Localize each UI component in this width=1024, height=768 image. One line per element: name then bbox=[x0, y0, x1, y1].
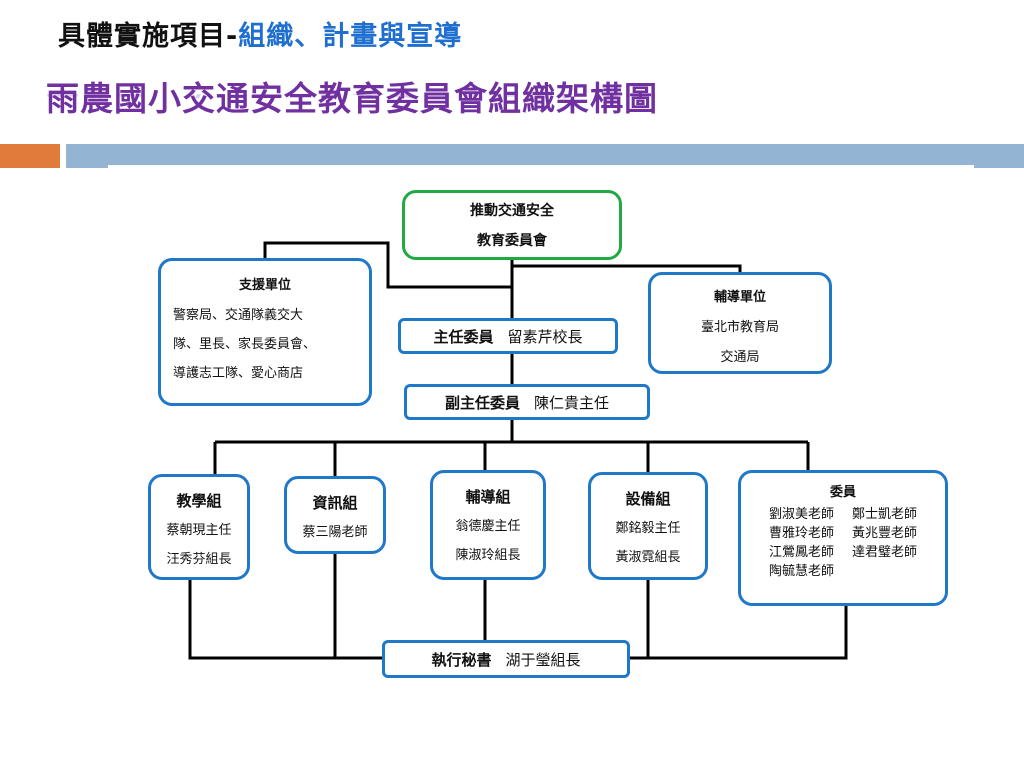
group-box-equipment: 設備組 鄭銘毅主任 黃淑霓組長 bbox=[588, 472, 708, 580]
guidance-unit-box: 輔導單位 臺北市教育局 交通局 bbox=[648, 272, 832, 374]
slide-title: 具體實施項目-組織、計畫與宣導 bbox=[58, 14, 462, 53]
top-committee-line2: 教育委員會 bbox=[477, 233, 547, 249]
committee-title: 委員 bbox=[829, 485, 856, 500]
committee-member: 劉淑美老師 bbox=[768, 507, 834, 522]
support-unit-line3: 導護志工隊、愛心商店 bbox=[173, 366, 304, 381]
committee-member: 黃兆豐老師 bbox=[852, 526, 918, 541]
group-member: 黃淑霓組長 bbox=[615, 550, 681, 565]
top-committee-box: 推動交通安全 教育委員會 bbox=[402, 190, 622, 260]
secretary-role: 執行秘書 bbox=[431, 650, 492, 669]
vice-chair-box: 副主任委員 陳仁貴主任 bbox=[404, 384, 650, 420]
secretary-box: 執行秘書 湖于瑩組長 bbox=[382, 640, 630, 678]
group-title: 教學組 bbox=[176, 492, 222, 510]
secretary-name: 湖于瑩組長 bbox=[505, 650, 581, 669]
committee-member: 陶毓慧老師 bbox=[768, 564, 834, 579]
slide-title-suffix: 組織、計畫與宣導 bbox=[238, 21, 463, 52]
group-box-teaching: 教學組 蔡朝現主任 汪秀芬組長 bbox=[148, 474, 250, 580]
accent-bar-blue bbox=[66, 144, 1024, 168]
committee-members-box: 委員 劉淑美老師 鄭士凱老師 曹雅玲老師 黃兆豐老師 江鶯鳳老師 達君璧老師 陶… bbox=[738, 470, 948, 606]
committee-member-list: 劉淑美老師 鄭士凱老師 曹雅玲老師 黃兆豐老師 江鶯鳳老師 達君璧老師 陶毓慧老… bbox=[741, 505, 945, 581]
committee-member: 曹雅玲老師 bbox=[768, 526, 834, 541]
support-unit-title: 支援單位 bbox=[238, 278, 291, 293]
group-member: 蔡三陽老師 bbox=[302, 525, 368, 540]
vice-chair-role: 副主任委員 bbox=[444, 393, 520, 412]
group-box-information: 資訊組 蔡三陽老師 bbox=[284, 476, 386, 554]
group-member: 蔡朝現主任 bbox=[166, 523, 232, 538]
chair-name: 留素芹校長 bbox=[507, 327, 583, 346]
chair-role: 主任委員 bbox=[433, 327, 494, 346]
group-title: 資訊組 bbox=[312, 494, 358, 512]
vice-chair-name: 陳仁貴主任 bbox=[534, 393, 610, 412]
accent-bar-orange bbox=[0, 144, 60, 168]
group-title: 輔導組 bbox=[465, 488, 511, 506]
committee-member: 鄭士凱老師 bbox=[852, 507, 918, 522]
committee-member: 達君璧老師 bbox=[852, 545, 918, 560]
guidance-unit-line1: 臺北市教育局 bbox=[700, 320, 779, 335]
accent-bar-highlight bbox=[108, 165, 974, 168]
guidance-unit-title: 輔導單位 bbox=[713, 290, 766, 305]
support-unit-box: 支援單位 警察局、交通隊義交大 隊、里長、家長委員會、 導護志工隊、愛心商店 bbox=[158, 258, 372, 406]
group-title: 設備組 bbox=[625, 490, 671, 508]
guidance-unit-line2: 交通局 bbox=[720, 350, 760, 365]
group-member: 翁德慶主任 bbox=[455, 519, 521, 534]
committee-member: 江鶯鳳老師 bbox=[768, 545, 834, 560]
chair-box: 主任委員 留素芹校長 bbox=[398, 318, 618, 354]
group-box-counseling: 輔導組 翁德慶主任 陳淑玲組長 bbox=[430, 470, 546, 580]
group-member: 陳淑玲組長 bbox=[455, 548, 521, 563]
group-member: 汪秀芬組長 bbox=[166, 552, 232, 567]
support-unit-line2: 隊、里長、家長委員會、 bbox=[173, 337, 317, 352]
slide-subtitle: 雨農國小交通安全教育委員會組織架構圖 bbox=[46, 79, 658, 118]
support-unit-line1: 警察局、交通隊義交大 bbox=[173, 308, 304, 323]
group-member: 鄭銘毅主任 bbox=[615, 521, 681, 536]
slide-title-prefix: 具體實施項目- bbox=[58, 21, 239, 52]
top-committee-line1: 推動交通安全 bbox=[470, 203, 554, 219]
